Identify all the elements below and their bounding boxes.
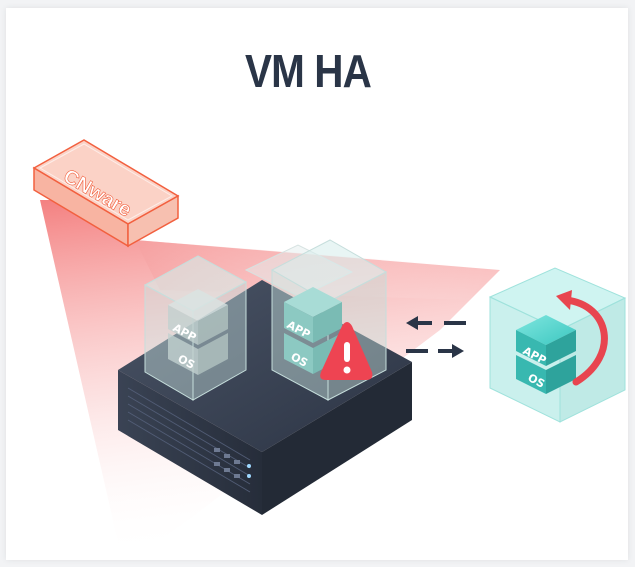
warning-icon [320, 322, 373, 380]
cnware-box: CNware [32, 139, 180, 248]
page-title: VM HA [244, 45, 372, 97]
arrow-left-icon [406, 316, 466, 330]
restart-arrow-icon [556, 290, 608, 386]
arrow-right-icon [406, 344, 464, 358]
vm-left: APP OS [143, 255, 248, 401]
